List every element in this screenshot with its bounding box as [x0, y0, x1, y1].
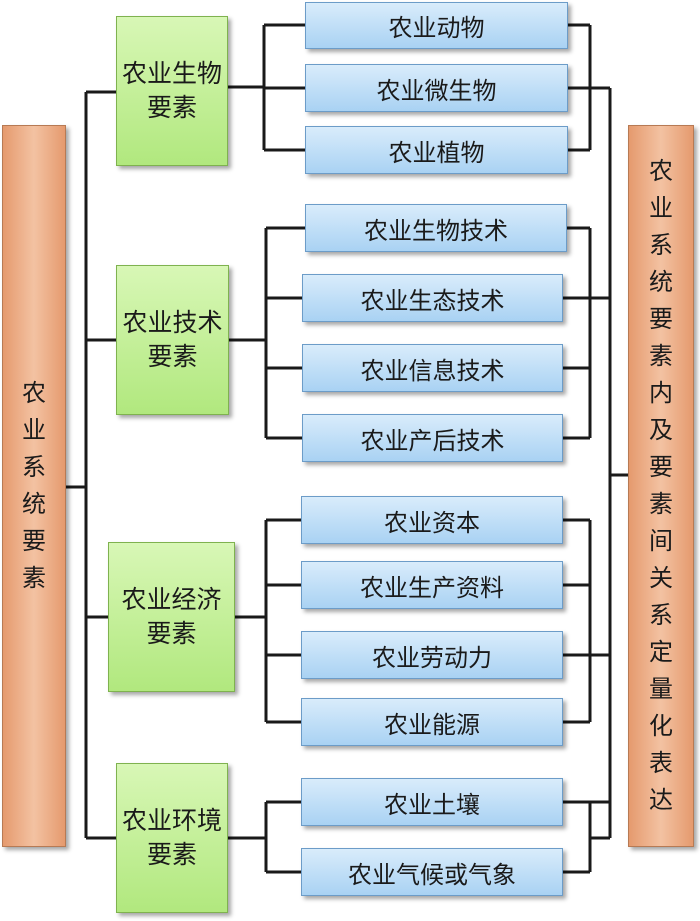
- item-bio-plant: 农业植物: [305, 126, 568, 174]
- item-econ-labor: 农业劳动力: [301, 631, 563, 679]
- root-label: 农业系统要素: [22, 379, 46, 592]
- connector-bio-right: [568, 23, 610, 152]
- category-tech: 农业技术要素: [116, 265, 229, 415]
- item-bio-animal: 农业动物: [305, 2, 568, 49]
- item-econ-energy: 农业能源: [301, 698, 563, 746]
- connector-econ-bracket: [235, 518, 301, 724]
- connector-tech-bracket: [229, 226, 305, 440]
- root-box: 农业系统要素: [2, 125, 66, 847]
- item-env-soil: 农业土壤: [301, 778, 563, 826]
- item-tech-bio: 农业生物技术: [305, 204, 567, 252]
- connector-env-bracket: [228, 800, 301, 874]
- connector-econ-right: [563, 518, 610, 724]
- connector-bio-bracket: [228, 23, 305, 152]
- category-tech-label: 农业技术要素: [122, 308, 223, 371]
- category-econ: 农业经济要素: [108, 542, 235, 692]
- item-tech-eco: 农业生态技术: [302, 274, 563, 322]
- category-econ-label: 农业经济要素: [121, 585, 222, 648]
- item-env-climate: 农业气候或气象: [301, 848, 563, 896]
- item-econ-means: 农业生产资料: [301, 561, 563, 609]
- item-bio-microbe: 农业微生物: [305, 64, 568, 112]
- category-env: 农业环境要素: [116, 763, 228, 913]
- category-env-label: 农业环境要素: [121, 806, 222, 869]
- item-econ-capital: 农业资本: [301, 496, 563, 544]
- item-tech-post: 农业产后技术: [302, 414, 563, 462]
- category-bio-label: 农业生物要素: [121, 59, 222, 122]
- connector-right-trunk: [590, 88, 628, 840]
- result-box: 农业系统要素内及要素间关系定量化表达: [628, 125, 694, 847]
- connector-root-trunk: [66, 92, 88, 838]
- connector-tech-right: [563, 226, 610, 440]
- item-tech-info: 农业信息技术: [302, 344, 563, 392]
- category-bio: 农业生物要素: [116, 16, 228, 166]
- result-label: 农业系统要素内及要素间关系定量化表达: [649, 157, 673, 814]
